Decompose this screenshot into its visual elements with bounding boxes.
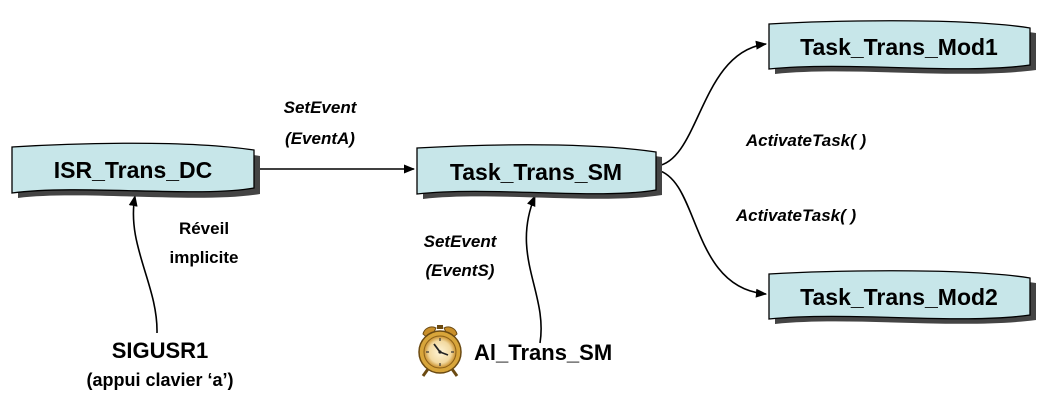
edge-label-line2: implicite [170, 248, 239, 267]
edge-sigusr1-to-isr [128, 194, 158, 334]
edge-label-line1: SetEvent [424, 232, 498, 251]
source-label: Al_Trans_SM [474, 340, 612, 365]
alarm-clock-icon [418, 325, 462, 377]
node-label: Task_Trans_Mod2 [800, 284, 998, 310]
edge-label-sm-to-mod1: ActivateTask( ) [745, 131, 867, 150]
edge-alarm-to-sm [525, 194, 542, 344]
edge-label: ActivateTask( ) [735, 206, 857, 225]
node-task-trans-sm: Task_Trans_SM [416, 144, 662, 199]
edge-sm-to-mod2 [656, 169, 768, 298]
edge-label-sm-to-mod2: ActivateTask( ) [735, 206, 857, 225]
edge-label-line1: SetEvent [284, 98, 358, 117]
source-al-trans-sm: Al_Trans_SM [418, 325, 612, 377]
edge-sm-to-mod1 [656, 40, 768, 167]
node-task-trans-mod2: Task_Trans_Mod2 [768, 270, 1036, 324]
node-label: Task_Trans_Mod1 [800, 34, 998, 60]
edge-label: ActivateTask( ) [745, 131, 867, 150]
source-sigusr1: SIGUSR1 (appui clavier ‘a’) [86, 338, 233, 390]
node-isr-trans-dc: ISR_Trans_DC [11, 142, 260, 198]
edge-label-line2: (EventS) [426, 261, 495, 280]
node-label: ISR_Trans_DC [54, 157, 213, 183]
edge-label-alarm-to-sm: SetEvent (EventS) [424, 232, 498, 280]
node-task-trans-mod1: Task_Trans_Mod1 [768, 20, 1036, 74]
source-label: SIGUSR1 [112, 338, 209, 363]
edge-label-sigusr1-to-isr: Réveil implicite [170, 219, 239, 267]
source-sublabel: (appui clavier ‘a’) [86, 370, 233, 390]
node-label: Task_Trans_SM [450, 159, 622, 185]
edge-label-line2: (EventA) [285, 129, 355, 148]
edge-label-isr-to-sm: SetEvent (EventA) [284, 98, 358, 148]
edge-label-line1: Réveil [179, 219, 229, 238]
